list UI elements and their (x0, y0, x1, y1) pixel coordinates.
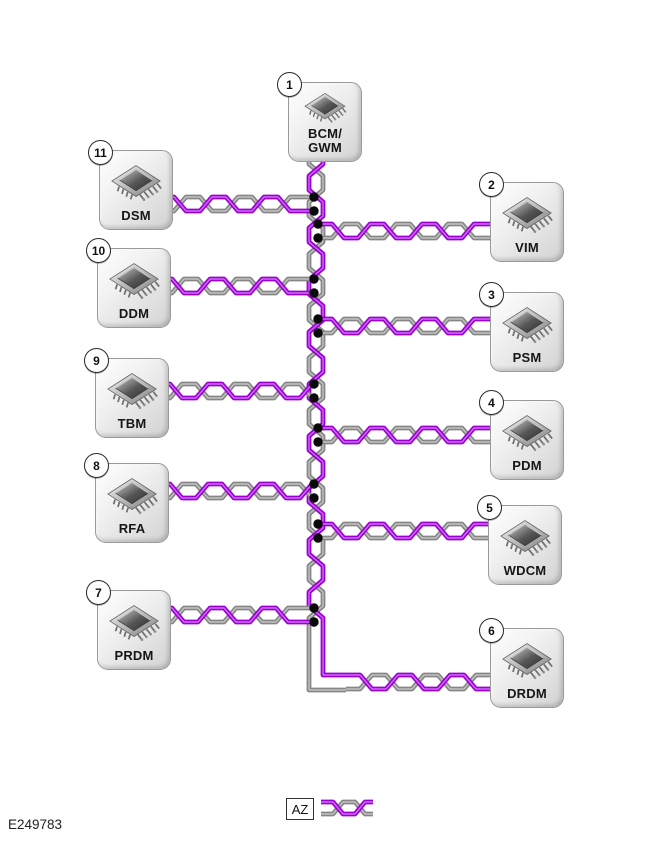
module-ddm: 10 DDM (86, 238, 171, 328)
wire (156, 383, 314, 399)
chip-icon (496, 510, 554, 564)
wire (156, 483, 314, 499)
wire (160, 196, 314, 212)
chip-icon (498, 187, 556, 241)
module-label: TBM (117, 416, 147, 431)
module-tbm: 9 TBM (84, 348, 169, 438)
callout-number: 1 (277, 72, 302, 97)
wire (308, 150, 324, 638)
twisted-pair-icon (321, 799, 373, 817)
callout-number: 4 (479, 390, 504, 415)
chip-icon (105, 253, 163, 307)
wire (318, 318, 500, 334)
wire (318, 223, 500, 239)
junction-dot (309, 192, 319, 202)
module-wdcm: 5 WDCM (477, 495, 562, 585)
module-label: VIM (515, 240, 539, 255)
wire (322, 638, 346, 676)
junction-dot (313, 437, 323, 447)
module-label: WDCM (503, 563, 547, 578)
chip-icon (103, 363, 161, 417)
chip-icon (103, 468, 161, 522)
wire (318, 427, 500, 443)
callout-number: 9 (84, 348, 109, 373)
wire (306, 638, 346, 693)
junction-dot (313, 328, 323, 338)
junction-dot (313, 219, 323, 229)
callout-number: 5 (477, 495, 502, 520)
chip-icon (107, 155, 165, 209)
junction-dot (309, 493, 319, 503)
module-rfa: 8 RFA (84, 453, 169, 543)
junction-dot (313, 423, 323, 433)
module-prdm: 7 PRDM (86, 580, 171, 670)
callout-number: 2 (479, 172, 504, 197)
module-label: DRDM (507, 686, 547, 701)
module-pdm: 4 PDM (479, 390, 564, 480)
wire (318, 427, 500, 443)
junction-dot (313, 233, 323, 243)
junction-dot (309, 603, 319, 613)
wire (318, 523, 498, 539)
module-dsm: 11 DSM (88, 140, 173, 230)
wire (158, 278, 314, 294)
callout-number: 7 (86, 580, 111, 605)
callout-number: 8 (84, 453, 109, 478)
callout-number: 10 (86, 238, 111, 263)
chip-icon (498, 297, 556, 351)
wire (318, 318, 500, 334)
module-drdm: 6 DRDM (479, 618, 564, 708)
wire (156, 483, 314, 499)
figure-code: E249783 (8, 817, 63, 832)
callout-number: 3 (479, 282, 504, 307)
junction-dot (309, 617, 319, 627)
junction-dot (309, 379, 319, 389)
chip-icon (105, 595, 163, 649)
junction-dot (309, 393, 319, 403)
junction-dot (309, 479, 319, 489)
legend: AZ (286, 794, 376, 824)
module-label: PSM (512, 350, 542, 365)
chip-icon (498, 405, 556, 459)
wire (318, 223, 500, 239)
module-label: DSM (121, 208, 151, 223)
module-label: PDM (512, 458, 542, 473)
module-psm: 3 PSM (479, 282, 564, 372)
module-label: RFA (118, 521, 146, 536)
wire (308, 638, 346, 691)
chip-icon (498, 633, 556, 687)
chip-icon (297, 87, 353, 127)
junction-dot (313, 533, 323, 543)
wire (321, 801, 373, 815)
wire (158, 607, 314, 623)
module-vim: 2 VIM (479, 172, 564, 262)
junction-dot (313, 314, 323, 324)
wire (321, 801, 373, 815)
wire (320, 638, 346, 678)
junction-dot (309, 288, 319, 298)
junction-dot (309, 206, 319, 216)
module-label: PRDM (114, 648, 154, 663)
module-bcm-gwm: 1 BCM/GWM (277, 72, 362, 162)
module-label: DDM (118, 306, 150, 321)
wire (318, 523, 498, 539)
wire (156, 383, 314, 399)
wire (346, 674, 500, 690)
legend-az-box: AZ (286, 798, 314, 820)
module-label: BCM/GWM (307, 126, 343, 155)
junction-dot (309, 274, 319, 284)
callout-number: 6 (479, 618, 504, 643)
junction-dot (313, 519, 323, 529)
callout-number: 11 (88, 140, 113, 165)
